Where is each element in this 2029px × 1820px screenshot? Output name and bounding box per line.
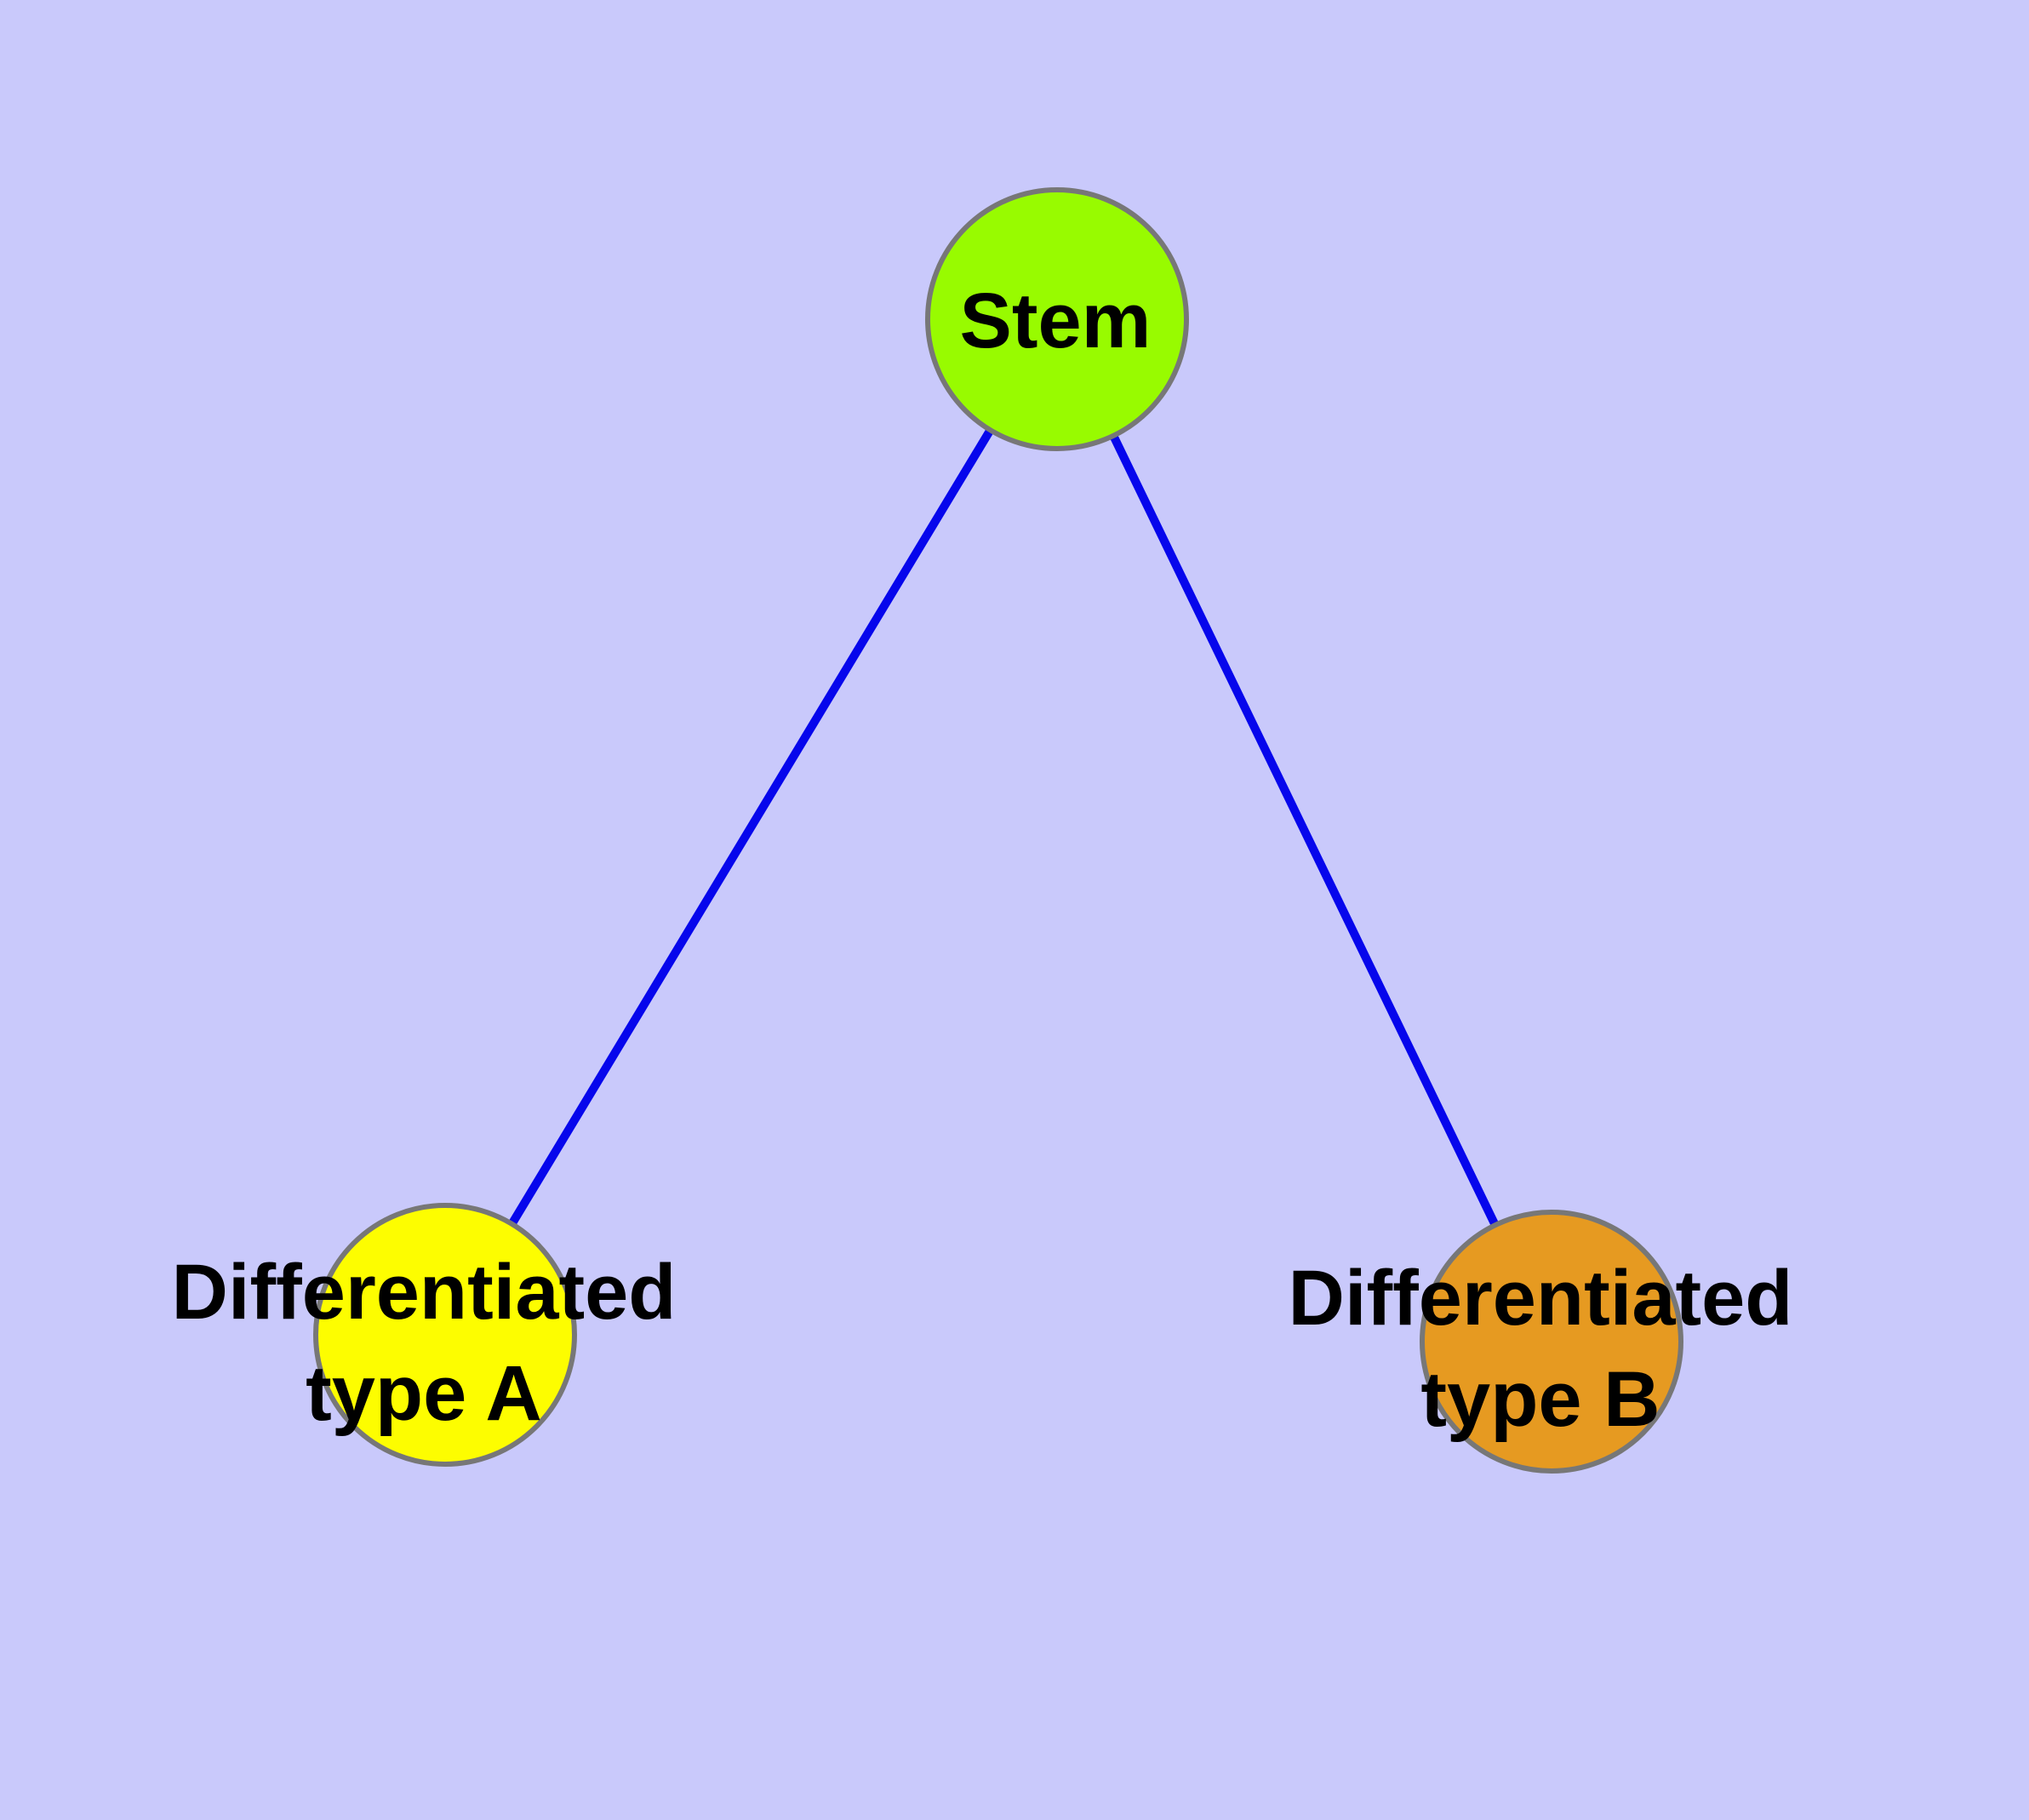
node-type-a-circle <box>313 1203 577 1467</box>
node-type-b-label-line-1: Differentiated <box>1289 1255 1793 1342</box>
edge-stem-to-type-b <box>1053 317 1556 1344</box>
node-type-b-label-line-2: type B <box>1420 1356 1660 1443</box>
node-stem-circle <box>925 187 1189 451</box>
node-type-a-label-line-1: Differentiated <box>172 1249 677 1336</box>
node-type-b-circle <box>1420 1210 1683 1474</box>
node-type-a-label-line-2: type A <box>306 1350 542 1437</box>
node-stem-label: Stem <box>960 278 1152 364</box>
edge-stem-to-type-a <box>441 317 1061 1337</box>
